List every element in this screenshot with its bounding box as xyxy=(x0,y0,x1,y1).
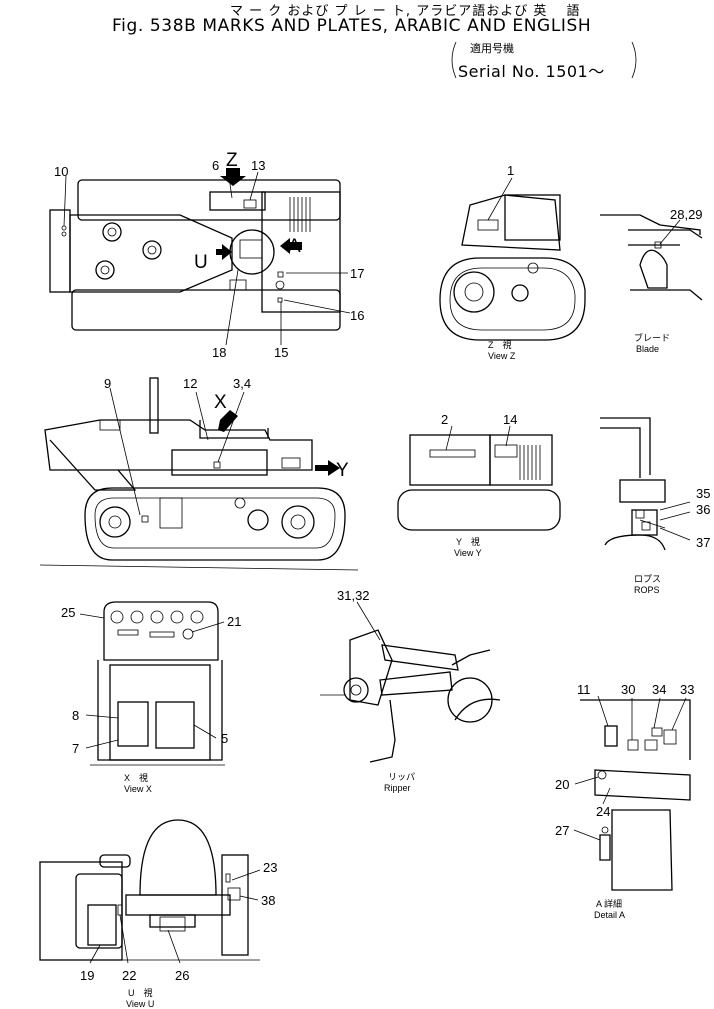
view-letter-a: A xyxy=(288,236,301,257)
callout-13: 13 xyxy=(251,158,265,173)
ripper-caption-jp: リッパ xyxy=(388,772,415,782)
top-view-drawing xyxy=(49,168,351,346)
callout-10: 10 xyxy=(54,164,68,179)
callout-22: 22 xyxy=(122,968,136,983)
title-japanese: マ ー ク および プ レ ー ト, アラビア語および 英 語 xyxy=(230,4,581,19)
callout-21: 21 xyxy=(227,614,241,629)
view-z-caption-jp: Z 視 xyxy=(488,339,512,350)
view-x-caption-jp: X 視 xyxy=(124,772,148,783)
callout-27: 27 xyxy=(555,823,569,838)
callout-9: 9 xyxy=(104,376,111,391)
rops-caption-jp: ロプス xyxy=(634,574,661,584)
callout-35: 35 xyxy=(696,486,710,501)
callout-37: 37 xyxy=(696,535,710,550)
detail-a-drawing xyxy=(573,695,691,891)
view-y-caption-jp: Y 視 xyxy=(456,536,480,547)
callout-5: 5 xyxy=(221,731,228,746)
view-letter-x: X xyxy=(214,392,227,413)
detail-a-caption-jp: A 詳細 xyxy=(596,898,622,909)
view-z-caption: View Z xyxy=(488,351,516,361)
view-u-caption: View U xyxy=(126,999,154,1009)
callout-1: 1 xyxy=(507,163,514,178)
callout-7: 7 xyxy=(72,741,79,756)
view-z-drawing xyxy=(439,177,586,341)
callout-24: 24 xyxy=(596,804,610,819)
view-x-caption: View X xyxy=(124,784,152,794)
blade-drawing xyxy=(600,214,703,301)
view-x-drawing xyxy=(79,601,225,766)
callout-38: 38 xyxy=(261,893,275,908)
view-u-drawing xyxy=(39,819,261,964)
view-letter-u: U xyxy=(194,252,208,273)
callout-28-29: 28,29 xyxy=(670,207,703,222)
callout-33: 33 xyxy=(680,682,694,697)
ripper-caption: Ripper xyxy=(384,783,411,793)
callout-12: 12 xyxy=(183,376,197,391)
view-u-caption-jp: U 視 xyxy=(128,987,153,998)
callout-3-4: 3,4 xyxy=(233,376,251,391)
rops-drawing xyxy=(600,417,691,551)
callout-26: 26 xyxy=(175,968,189,983)
serial-number-range: Serial No. 1501～ xyxy=(458,62,605,81)
callout-16: 16 xyxy=(350,308,364,323)
callout-23: 23 xyxy=(263,860,277,875)
callout-31-32: 31,32 xyxy=(337,588,370,603)
callout-6: 6 xyxy=(212,158,219,173)
callout-36: 36 xyxy=(696,502,710,517)
ripper-drawing xyxy=(320,601,501,763)
callout-2: 2 xyxy=(441,412,448,427)
view-y-caption: View Y xyxy=(454,548,482,558)
view-y-drawing xyxy=(397,425,561,531)
callout-15: 15 xyxy=(274,345,288,360)
callout-17: 17 xyxy=(350,266,364,281)
view-letter-y: Y xyxy=(336,460,349,481)
callout-30: 30 xyxy=(621,682,635,697)
callout-34: 34 xyxy=(652,682,666,697)
side-view-drawing xyxy=(39,377,359,571)
view-letter-z: Z xyxy=(226,150,238,171)
applicable-serial-label-jp: 適用号機 xyxy=(470,42,514,55)
blade-caption: Blade xyxy=(636,344,659,354)
callout-18: 18 xyxy=(212,345,226,360)
figure-title: Fig. 538B MARKS AND PLATES, ARABIC AND E… xyxy=(112,16,592,36)
callout-8: 8 xyxy=(72,708,79,723)
callout-14: 14 xyxy=(503,412,517,427)
callout-20: 20 xyxy=(555,777,569,792)
callout-11: 11 xyxy=(577,682,591,697)
blade-caption-jp: ブレード xyxy=(634,332,670,343)
detail-a-caption: Detail A xyxy=(594,910,625,920)
callout-25: 25 xyxy=(61,605,75,620)
callout-19: 19 xyxy=(80,968,94,983)
rops-caption: ROPS xyxy=(634,585,660,595)
